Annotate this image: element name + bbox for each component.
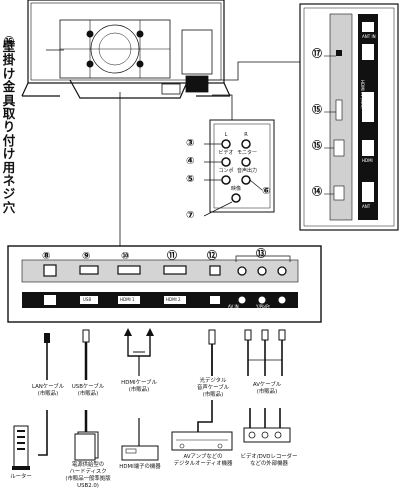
hdmi-device-label: HDMI端子の機器: [119, 464, 161, 470]
recorder-device: [243, 427, 291, 443]
strip-label-ypbpr: Y/Pb/Pr: [256, 304, 271, 309]
strip-label-hdmi1: HDMI 1: [120, 297, 135, 302]
router-device: [12, 410, 48, 470]
hdmi-cable-label: HDMIケーブル (市販品): [121, 380, 157, 393]
marker-13: ⑬: [256, 249, 266, 260]
recorder-label: ビデオ/DVDレコーダー などの外部機器: [240, 454, 298, 467]
devices: [12, 410, 291, 470]
marker-16: ⑯: [4, 37, 14, 48]
marker-15-b: ⑮: [312, 141, 322, 152]
av-label-monitor: モニター: [236, 150, 257, 156]
marker-15-a: ⑮: [312, 105, 322, 116]
marker-8: ⑧: [42, 251, 51, 262]
strip-label-avin: AV IN: [228, 304, 239, 309]
tv-back-view: [21, 0, 231, 99]
marker-6: ⑥: [262, 186, 271, 197]
marker-5: ⑤: [186, 174, 195, 185]
hdmi-device: [121, 418, 159, 461]
av-label-l: L: [224, 132, 228, 138]
av-label-r: R: [244, 132, 248, 138]
optical-cable-label: 光デジタル 音声ケーブル (市販品): [196, 378, 230, 398]
strip-label-usb: USB: [83, 297, 92, 302]
hdd-device: [74, 410, 99, 461]
amp-label: AVアンプなどの デジタルオーディオ機器: [173, 454, 233, 467]
bottom-connection-panel: [7, 245, 322, 323]
marker-7: ⑦: [186, 210, 195, 221]
usb-cable-label: USBケーブル (市販品): [71, 384, 105, 397]
marker-9: ⑨: [82, 251, 91, 262]
marker-3: ③: [186, 138, 195, 149]
marker-11: ⑪: [167, 251, 177, 262]
wall-mount-screw-title: 壁掛け金具取り付け用ネジ穴: [2, 39, 16, 215]
av-cable-label: AVケーブル (市販品): [252, 382, 282, 395]
marker-10: ⑩: [121, 251, 130, 262]
right-panel-label-2: HDMI IN (CEC): [360, 80, 365, 109]
marker-14: ⑭: [312, 187, 322, 198]
av-label-video: ビデオ: [218, 150, 234, 156]
hdd-label: 電源供給型の ハードディスク (市販品一般準拠版USB2.0): [65, 462, 111, 489]
av-label-video-in: 映像: [230, 186, 241, 192]
marker-17: ⑰: [312, 49, 322, 60]
av-label-component: コンポ: [218, 168, 234, 174]
right-panel-label-3: HDMI: [362, 158, 373, 163]
lan-cable-label: LANケーブル (市販品): [31, 384, 65, 397]
av-label-audio-out: 音声出力: [236, 168, 257, 174]
right-panel-label-1: ANT IN: [362, 34, 376, 39]
right-panel-label-4: ANT: [362, 204, 371, 209]
av-amp-device: [171, 431, 233, 451]
strip-label-hdmi2: HDMI 2: [166, 297, 181, 302]
marker-4: ④: [186, 156, 195, 167]
av-side-panel: [203, 119, 275, 217]
right-side-panel: [299, 3, 399, 231]
router-label: ルーター: [10, 474, 32, 480]
marker-12: ⑫: [207, 251, 217, 262]
cables: [44, 328, 286, 432]
